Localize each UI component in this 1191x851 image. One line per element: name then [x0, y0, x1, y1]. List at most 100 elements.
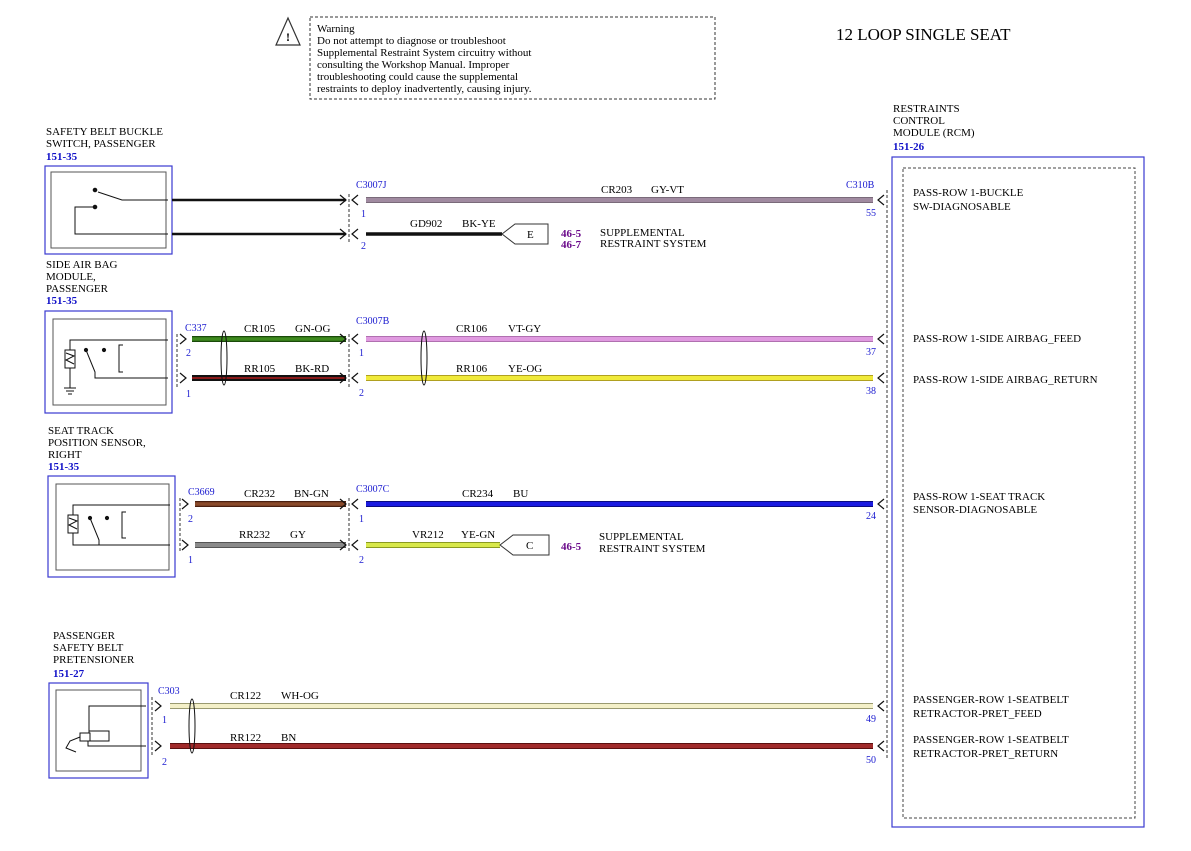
wire-circuit-label: CR122 — [230, 690, 261, 702]
seat-track-component-box — [47, 475, 176, 578]
warning-line: Supplemental Restraint System circuitry … — [317, 47, 531, 59]
airbag-name-line: MODULE, — [46, 271, 96, 283]
seat-track-name-line: SEAT TRACK — [48, 425, 114, 437]
pretensioner-label: PASSENGER SAFETY BELT PRETENSIONER 151-2… — [53, 630, 135, 680]
wire-color-label: BK-YE — [462, 218, 496, 230]
connector-c303: C303 — [158, 686, 180, 697]
rcm-signal-buckle: PASS-ROW 1-BUCKLE — [913, 187, 1024, 199]
pretensioner-name-line: PASSENGER — [53, 630, 116, 642]
buckle-label: SAFETY BELT BUCKLE SWITCH, PASSENGER 151… — [46, 126, 163, 163]
svg-text:!: ! — [286, 30, 290, 44]
buckle-name-line: SAFETY BELT BUCKLE — [46, 126, 163, 138]
terminal-arrow-icon — [179, 333, 187, 345]
warning-triangle-icon: ! — [275, 16, 301, 46]
terminal-arrow-icon — [877, 372, 885, 384]
rcm-signal-airbag-return: PASS-ROW 1-SIDE AIRBAG_RETURN — [913, 374, 1098, 386]
pin-number: 24 — [866, 511, 876, 522]
wire-color-label: BN — [281, 732, 296, 744]
warning-line: Warning — [317, 23, 355, 35]
twisted-pair-icon — [420, 330, 428, 386]
pin-number: 1 — [361, 209, 366, 220]
offpage-letter: C — [526, 540, 533, 552]
wire-color-label: GY-VT — [651, 184, 684, 196]
pin-number: 2 — [188, 514, 193, 525]
rcm-module-inner — [902, 167, 1136, 819]
airbag-label: SIDE AIR BAG MODULE, PASSENGER 151-35 — [46, 259, 118, 307]
wire-circuit-label: RR105 — [244, 363, 276, 375]
offpage-connector-c — [499, 534, 550, 556]
wire-color-label: GY — [290, 529, 306, 541]
airbag-name-line: PASSENGER — [46, 283, 109, 295]
rcm-signal-buckle: SW-DIAGNOSABLE — [913, 201, 1011, 213]
wire-circuit-label: CR203 — [601, 184, 633, 196]
terminal-arrow-icon — [339, 498, 347, 510]
wire-circuit-label: RR106 — [456, 363, 488, 375]
seat-track-component-inner — [55, 483, 170, 571]
pin-number: 49 — [866, 714, 876, 725]
warning-line: consulting the Workshop Manual. Improper — [317, 59, 510, 71]
twisted-pair-icon — [220, 330, 228, 386]
terminal-arrow-icon — [351, 333, 359, 345]
terminal-arrow-icon — [351, 228, 359, 240]
airbag-component-box — [44, 310, 173, 414]
airbag-component-inner — [52, 318, 167, 406]
pin-number: 37 — [866, 347, 876, 358]
pin-number: 2 — [162, 757, 167, 768]
seat-track-name-line: RIGHT — [48, 449, 82, 461]
warning-line: Do not attempt to diagnose or troublesho… — [317, 35, 506, 47]
rcm-ref: 151-26 — [893, 141, 925, 153]
connector-c3669: C3669 — [188, 487, 215, 498]
terminal-arrow-icon — [154, 740, 162, 752]
pretensioner-ref: 151-27 — [53, 668, 85, 680]
pin-number: 2 — [359, 555, 364, 566]
offpage-ref: 46-5 — [561, 228, 582, 240]
wire-color-label: YE-GN — [461, 529, 495, 541]
pin-number: 1 — [359, 348, 364, 359]
wire-circuit-label: RR122 — [230, 732, 261, 744]
wire-circuit-label: GD902 — [410, 218, 442, 230]
wire-circuit-label: RR232 — [239, 529, 270, 541]
wire-circuit-label: CR234 — [462, 488, 494, 500]
buckle-name-line: SWITCH, PASSENGER — [46, 138, 156, 150]
terminal-arrow-icon — [351, 498, 359, 510]
terminal-arrow-icon — [181, 498, 189, 510]
wire-circuit-label: CR106 — [456, 323, 488, 335]
airbag-ref: 151-35 — [46, 295, 78, 307]
rcm-signal-pret-return: PASSENGER-ROW 1-SEATBELT — [913, 734, 1069, 746]
wire-color-label: YE-OG — [508, 363, 542, 375]
pin-number: 2 — [359, 388, 364, 399]
wire-color-label: BK-RD — [295, 363, 329, 375]
warning-line: restraints to deploy inadvertently, caus… — [317, 83, 532, 95]
warning-line: troubleshooting could cause the suppleme… — [317, 71, 518, 83]
connector-c337: C337 — [185, 323, 207, 334]
rcm-signals: PASS-ROW 1-BUCKLE SW-DIAGNOSABLE PASS-RO… — [913, 187, 1098, 760]
pretensioner-component-inner — [55, 689, 142, 772]
connector-c3007j: C3007J — [356, 180, 387, 191]
offpage-letter: E — [527, 229, 534, 241]
pin-number: 55 — [866, 208, 876, 219]
seat-track-ref: 151-35 — [48, 461, 80, 473]
terminal-arrow-icon — [339, 333, 347, 345]
switch-icon — [74, 187, 168, 235]
pin-number: 1 — [359, 514, 364, 525]
terminal-arrow-icon — [351, 194, 359, 206]
terminal-arrow-icon — [877, 740, 885, 752]
terminal-arrow-icon — [877, 700, 885, 712]
wire-circuit-label: CR105 — [244, 323, 276, 335]
seat-track-label: SEAT TRACK POSITION SENSOR, RIGHT 151-35 — [48, 425, 146, 473]
diagram-title: 12 LOOP SINGLE SEAT — [836, 25, 1011, 44]
pretensioner-component-box — [48, 682, 149, 779]
rcm-signal-pret-feed: PASSENGER-ROW 1-SEATBELT — [913, 694, 1069, 706]
buckle-component-box — [44, 165, 173, 255]
terminal-arrow-icon — [339, 194, 347, 206]
airbag-name-line: SIDE AIR BAG — [46, 259, 118, 271]
rcm-signal-seat-track: SENSOR-DIAGNOSABLE — [913, 504, 1037, 516]
offpage-label: RESTRAINT SYSTEM — [599, 543, 706, 555]
terminal-arrow-icon — [339, 228, 347, 240]
terminal-arrow-icon — [179, 372, 187, 384]
wire-color-label: WH-OG — [281, 690, 319, 702]
wire-color-label: VT-GY — [508, 323, 541, 335]
pin-number: 1 — [162, 715, 167, 726]
terminal-arrow-icon — [351, 372, 359, 384]
